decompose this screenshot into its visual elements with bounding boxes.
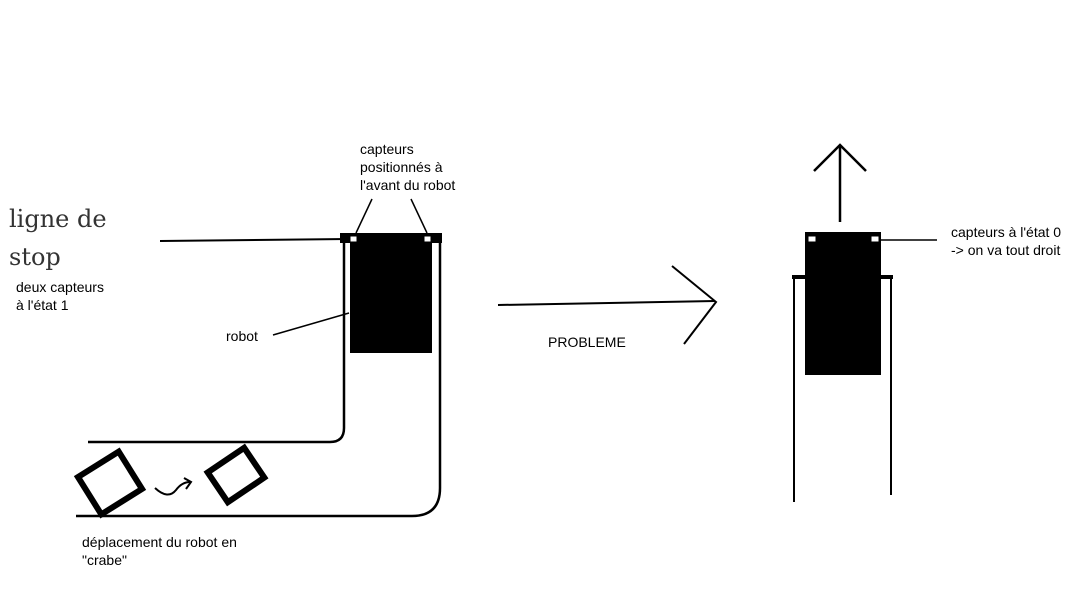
crab-robot-1 <box>73 447 147 519</box>
robot-label: robot <box>226 328 258 344</box>
problem-label: PROBLEME <box>548 334 626 350</box>
forward-arrow-head <box>813 143 867 172</box>
stop-line-label-2: stop <box>9 243 61 271</box>
track-inner-wall <box>88 240 346 444</box>
sensors-position-label-3: l'avant du robot <box>360 177 456 193</box>
sensor-left-a <box>349 235 358 243</box>
sensor-bar-left-robot <box>340 233 442 243</box>
state0-label-2: -> on va tout droit <box>951 242 1061 258</box>
crab-label-2: "crabe" <box>82 552 127 568</box>
sensor-right-b <box>870 235 880 243</box>
sensor-right-a <box>807 235 817 243</box>
crab-arrow-head <box>183 477 193 490</box>
stop-line <box>159 238 349 242</box>
crab-motion-arrow <box>154 481 191 496</box>
two-sensors-label-2: à l'état 1 <box>16 297 69 313</box>
problem-arrow-head <box>671 265 718 345</box>
sensor-pointer-a <box>355 198 373 234</box>
crab-label-1: déplacement du robot en <box>82 534 237 550</box>
sensors-position-label-1: capteurs <box>360 141 414 157</box>
sensors-position-label-2: positionnés à <box>360 159 443 175</box>
state0-label-1: capteurs à l'état 0 <box>951 224 1062 240</box>
sensor-pointer-b <box>410 198 428 234</box>
stop-line-label-1: ligne de <box>9 205 107 233</box>
track-outer-wall <box>76 240 442 518</box>
sensor-left-b <box>423 235 432 243</box>
problem-arrow-shaft <box>497 300 716 306</box>
robot-body-right <box>805 232 881 375</box>
crab-robot-2 <box>203 443 269 507</box>
robot-body-left <box>350 241 432 353</box>
two-sensors-label-1: deux capteurs <box>16 279 104 295</box>
robot-pointer <box>272 312 350 336</box>
